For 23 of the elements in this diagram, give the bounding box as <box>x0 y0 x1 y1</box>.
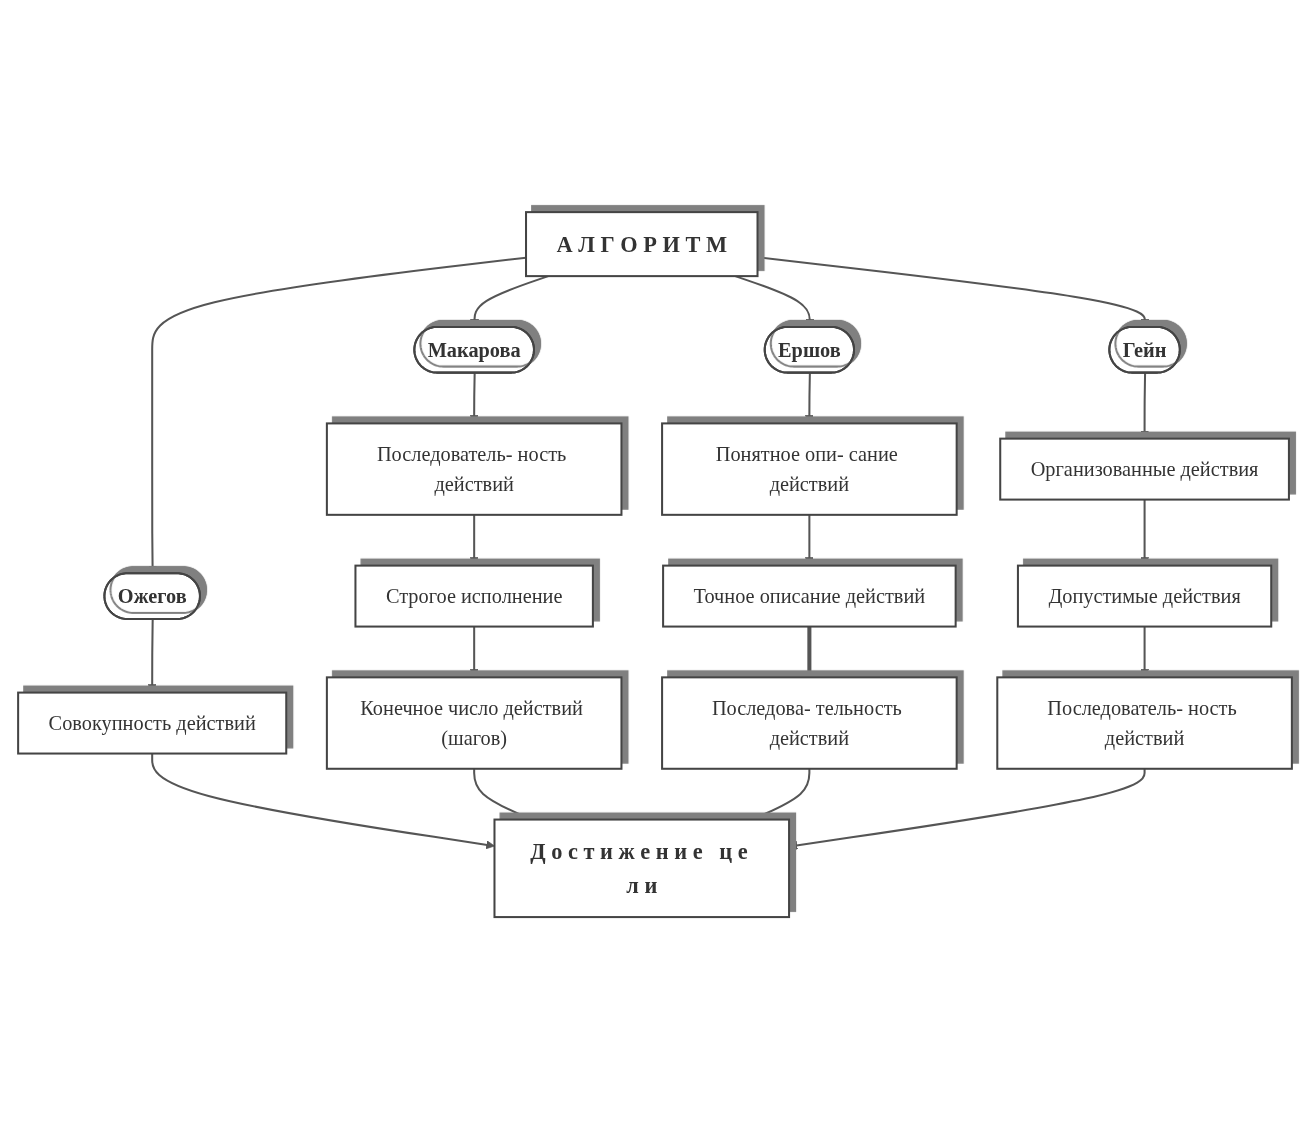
arrow <box>151 753 495 850</box>
arrow <box>804 514 814 566</box>
arrow <box>1140 626 1150 678</box>
node-box: Д о с т и ж е н и е ц е л и <box>493 818 791 918</box>
arrow <box>804 373 814 424</box>
arrow <box>469 514 479 566</box>
arrow <box>1140 373 1150 439</box>
node-box: Последователь- ность действий <box>996 676 1293 770</box>
arrow <box>147 619 157 693</box>
arrow <box>469 626 479 678</box>
node-box: Строгое исполнение <box>354 564 594 628</box>
node-box: А Л Г О Р И Т М <box>525 211 759 278</box>
node-box: Допустимые действия <box>1016 564 1273 628</box>
node-box: Последователь- ность действий <box>325 422 623 516</box>
arrow <box>1140 499 1150 566</box>
node-box: Организованные действия <box>999 437 1290 501</box>
node-box: Конечное число действий (шагов) <box>325 676 623 770</box>
arrow <box>469 373 479 424</box>
connector <box>807 626 812 678</box>
node-box: Понятное опи- сание действий <box>661 422 958 516</box>
node-box: Последова- тельность действий <box>661 676 958 770</box>
node-box: Точное описание действий <box>662 564 957 628</box>
node-box: Совокупность действий <box>17 691 288 755</box>
